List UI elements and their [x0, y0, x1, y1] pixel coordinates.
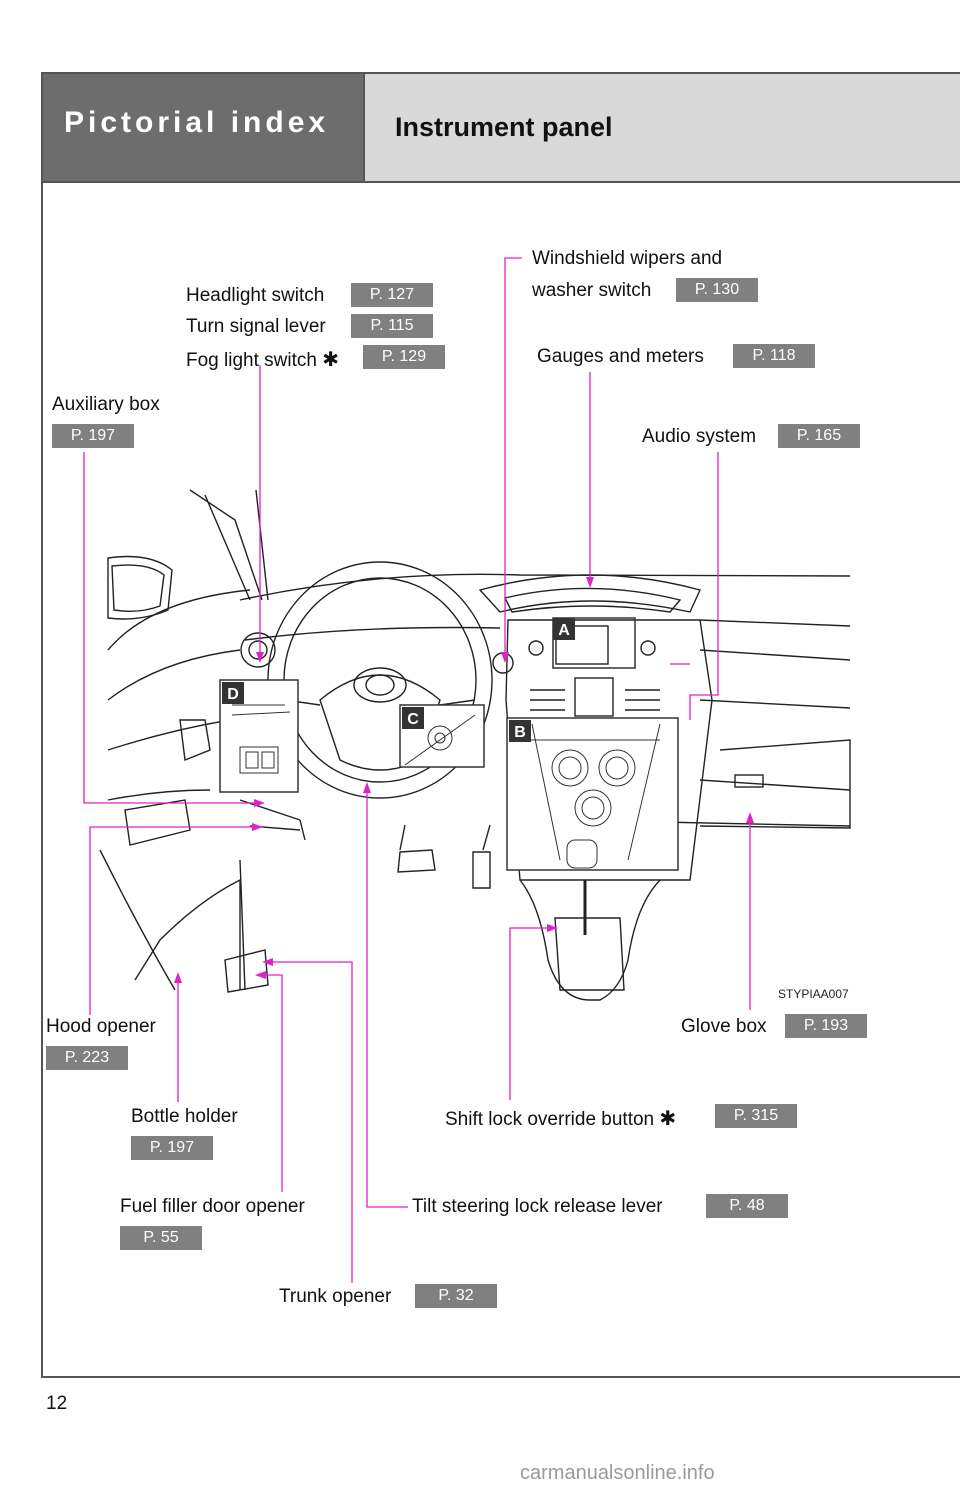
tilt-steering-label: Tilt steering lock release lever [412, 1196, 663, 1217]
audio-system-label: Audio system [642, 426, 757, 447]
trunk-opener-label: Trunk opener [279, 1286, 392, 1307]
page-frame [41, 72, 960, 1378]
shift-lock-page[interactable]: P. 315 [715, 1104, 797, 1128]
detail-inset-D: D [219, 679, 299, 793]
hood-opener-page[interactable]: P. 223 [46, 1046, 128, 1070]
bottle-holder-label: Bottle holder [131, 1106, 238, 1127]
wipers-label-line2: washer switch [532, 280, 652, 301]
turn-signal-page[interactable]: P. 115 [351, 314, 433, 338]
detail-inset-C: C [399, 704, 485, 768]
shift-lock-label: Shift lock override button ✱ [445, 1108, 677, 1130]
header-divider [43, 181, 960, 183]
leader-lines [83, 257, 751, 1283]
fog-light-page[interactable]: P. 129 [363, 345, 445, 369]
bottle-holder-page[interactable]: P. 197 [131, 1136, 213, 1160]
gauges-page[interactable]: P. 118 [733, 344, 815, 368]
watermark: carmanualsonline.info [520, 1462, 715, 1484]
gauges-label: Gauges and meters [537, 346, 704, 367]
section-title: Pictorial index [64, 106, 330, 139]
dashboard-drawing [99, 489, 851, 1001]
marker-B: B [514, 724, 526, 741]
marker-C: C [407, 711, 419, 728]
wipers-page[interactable]: P. 130 [676, 278, 758, 302]
hood-opener-label: Hood opener [46, 1016, 156, 1037]
tilt-steering-page[interactable]: P. 48 [706, 1194, 788, 1218]
fuel-filler-label: Fuel filler door opener [120, 1196, 305, 1217]
wipers-label-line1: Windshield wipers and [532, 248, 723, 269]
optional-mark-icon: ✱ [322, 349, 339, 371]
page-number: 12 [46, 1393, 68, 1414]
leader-trunk [265, 961, 353, 1283]
auxiliary-box-page[interactable]: P. 197 [52, 424, 134, 448]
page-header [365, 74, 960, 181]
fuel-filler-page[interactable]: P. 55 [120, 1226, 202, 1250]
leader-fuel [258, 974, 283, 1192]
trunk-opener-page[interactable]: P. 32 [415, 1284, 497, 1308]
detail-inset-A: A [552, 617, 636, 669]
leader-shiftlock [509, 927, 555, 1100]
leader-hood [89, 826, 260, 1015]
glove-box-page[interactable]: P. 193 [785, 1014, 867, 1038]
detail-inset-B: B [506, 717, 679, 871]
image-code: STYPIAA007 [778, 987, 849, 1001]
leader-audio [689, 452, 719, 720]
optional-mark-icon: ✱ [659, 1108, 677, 1130]
section-header [43, 74, 365, 181]
page-subtitle: Instrument panel [395, 112, 613, 142]
leader-arrowheads [174, 577, 754, 983]
leader-auxiliary [83, 452, 262, 804]
turn-signal-label: Turn signal lever [186, 316, 326, 337]
headlight-switch-page[interactable]: P. 127 [351, 283, 433, 307]
marker-D: D [227, 686, 239, 703]
marker-A: A [558, 622, 570, 639]
fog-light-label: Fog light switch ✱ [186, 349, 339, 371]
glove-box-label: Glove box [681, 1016, 767, 1037]
headlight-switch-label: Headlight switch [186, 285, 325, 306]
auxiliary-box-label: Auxiliary box [52, 394, 160, 415]
leader-tilt [366, 785, 408, 1208]
leader-wipers [504, 257, 522, 660]
audio-system-page[interactable]: P. 165 [778, 424, 860, 448]
